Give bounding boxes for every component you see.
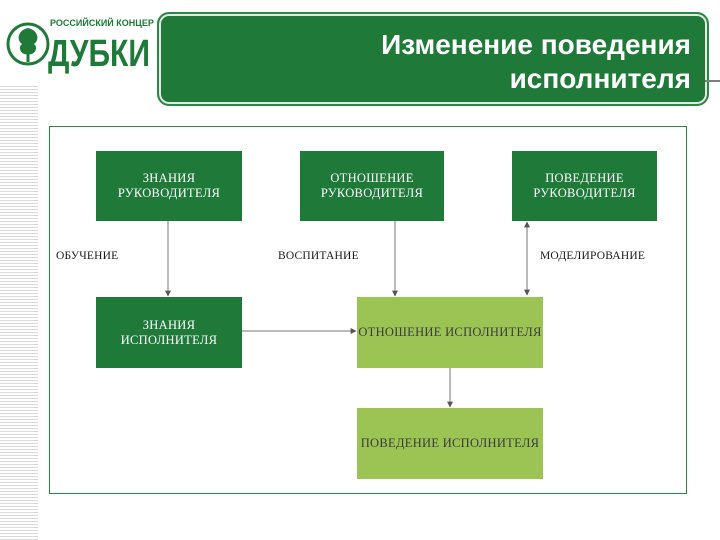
oak-tree-logo-icon: РОССИЙСКИЙ КОНЦЕРН ДУБКИ <box>6 17 154 74</box>
decorative-hatch-strip <box>0 84 38 540</box>
logo-brand: ДУБКИ <box>48 33 150 74</box>
node-performer-knowledge: ЗНАНИЯ ИСПОЛНИТЕЛЯ <box>96 297 242 368</box>
page-title-line1: Изменение поведения <box>381 29 691 60</box>
node-manager-attitude: ОТНОШЕНИЕ РУКОВОДИТЕЛЯ <box>300 151 444 221</box>
label-modeling: МОДЕЛИРОВАНИЕ <box>540 250 646 262</box>
decorative-divider <box>705 80 720 82</box>
node-manager-behavior: ПОВЕДЕНИЕ РУКОВОДИТЕЛЯ <box>512 151 657 221</box>
title-banner: Изменение поведения исполнителя <box>157 12 709 106</box>
page-title-line2: исполнителя <box>509 63 691 94</box>
company-logo: РОССИЙСКИЙ КОНЦЕРН ДУБКИ <box>4 8 154 74</box>
label-upbringing: ВОСПИТАНИЕ <box>278 250 359 262</box>
page-title: Изменение поведения исполнителя <box>331 28 691 96</box>
node-performer-behavior: ПОВЕДЕНИЕ ИСПОЛНИТЕЛЯ <box>357 408 543 479</box>
logo-tagline: РОССИЙСКИЙ КОНЦЕРН <box>50 17 154 28</box>
node-performer-attitude: ОТНОШЕНИЕ ИСПОЛНИТЕЛЯ <box>357 297 543 368</box>
label-training: ОБУЧЕНИЕ <box>56 250 119 262</box>
node-manager-knowledge: ЗНАНИЯ РУКОВОДИТЕЛЯ <box>96 151 242 221</box>
